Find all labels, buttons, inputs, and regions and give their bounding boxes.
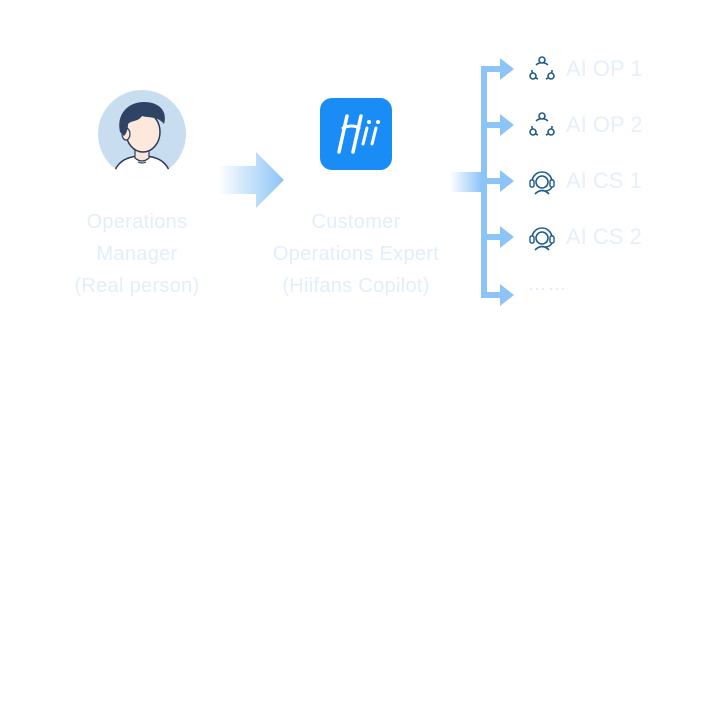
expert-caption: Customer Operations Expert (Hiifans Copi… — [246, 206, 466, 302]
manager-avatar — [98, 90, 186, 178]
hiifans-logo — [320, 98, 392, 170]
agent-item-ai-cs-1: AI CS 1 — [528, 166, 642, 196]
hiifans-logo-icon — [337, 114, 380, 154]
manager-caption-line: Operations — [86, 211, 188, 233]
agent-label: AI CS 1 — [566, 168, 642, 193]
manager-caption-line: (Real person) — [74, 275, 200, 297]
flow-arrow-icon — [218, 152, 284, 208]
expert-caption-line: Customer — [311, 211, 401, 233]
agent-label: AI OP 1 — [566, 56, 643, 81]
agent-label: AI CS 2 — [566, 224, 642, 249]
ai-operator-icon — [529, 112, 555, 136]
agent-item-ai-op-1: AI OP 1 — [528, 54, 643, 84]
agent-item-ai-cs-2: AI CS 2 — [528, 222, 642, 252]
expert-caption-line: (Hiifans Copilot) — [282, 275, 430, 297]
agent-item-ai-op-2: AI OP 2 — [528, 110, 643, 140]
person-avatar-icon — [98, 90, 186, 178]
more-agents-ellipsis: …… — [528, 274, 568, 294]
ai-support-icon — [529, 227, 555, 251]
branch-connector — [450, 58, 514, 306]
manager-caption-line: Manager — [96, 243, 178, 265]
ai-operator-icon — [529, 56, 555, 80]
ai-support-icon — [529, 171, 555, 195]
expert-caption-line: Operations Expert — [272, 243, 440, 265]
agent-label: AI OP 2 — [566, 112, 643, 137]
manager-caption: Operations Manager (Real person) — [38, 206, 236, 302]
